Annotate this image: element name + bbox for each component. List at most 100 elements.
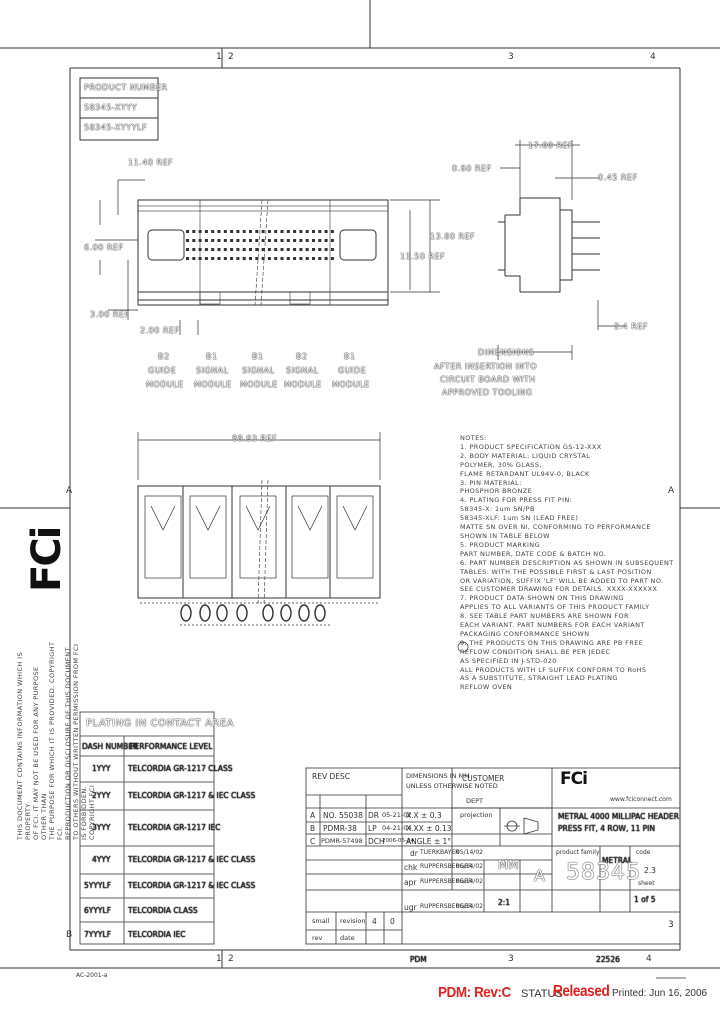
note-line: 7. PRODUCT DATA SHOWN ON THIS DRAWING	[460, 594, 624, 603]
side-note-line-3: CIRCUIT BOARD WITH	[440, 375, 536, 384]
pdm-revision: PDM: Rev:C	[438, 984, 511, 1001]
note-line: PACKAGING CONFORMANCE SHOWN	[460, 629, 590, 638]
plating-row-level: TELCORDIA GR-1217 CLASS	[128, 764, 233, 773]
approval-name: RUPPERSBERGER	[420, 863, 473, 870]
pin	[293, 257, 297, 260]
pin	[230, 239, 234, 242]
connector-plan-view	[137, 432, 381, 626]
zone-label-right-3: 3	[668, 920, 675, 930]
module-code-3: B1	[252, 352, 264, 361]
note-line: 58345-XLF: 1um SN (LEAD FREE)	[460, 514, 579, 523]
pin	[186, 248, 189, 251]
company-url: www.fciconnect.com	[610, 796, 672, 803]
note-line: REFLOW CONDITION SHALL BE PER JEDEC	[460, 647, 611, 656]
pin	[192, 239, 196, 242]
note-line: PHOSPHOR BRONZE	[460, 487, 533, 496]
module-slot	[239, 495, 277, 579]
doc-id: 22526	[596, 955, 620, 964]
rev-change: PDMR-38	[323, 824, 357, 833]
pin-marker	[262, 604, 274, 622]
plating-row-level: TELCORDIA IEC	[128, 930, 186, 939]
note-line: REFLOW OVEN	[460, 683, 513, 692]
pin	[211, 248, 215, 251]
module-line1-5: GUIDE	[338, 366, 367, 375]
tolerance-1: X.X ± 0.3	[406, 811, 442, 820]
pin	[217, 230, 221, 233]
pin	[324, 239, 328, 242]
dim-0-60: 0.60 REF	[452, 164, 492, 173]
pin	[305, 230, 309, 233]
pin	[211, 230, 215, 233]
approval-date: 05/14/02	[456, 863, 483, 870]
legal-line: IS FORBIDDEN.	[80, 785, 88, 840]
pin	[267, 239, 271, 242]
note-line: 5. PRODUCT MARKING	[460, 540, 541, 549]
dim-3-00: 3.00 REF	[90, 310, 130, 319]
approval-name: RUPPERSBERGER	[420, 878, 473, 885]
pin	[223, 230, 227, 233]
units-subtitle: UNLESS OTHERWISE NOTED	[406, 782, 498, 790]
pin	[211, 239, 215, 242]
approval-role: apr	[404, 878, 417, 887]
pin	[249, 257, 252, 260]
module-code-4: B2	[296, 352, 308, 361]
note-line: EACH VARIANT. PART NUMBERS FOR EACH VARI…	[460, 621, 645, 630]
rev-change: NO. 55038	[323, 811, 363, 820]
pin	[204, 248, 208, 251]
module-code-1: B2	[158, 352, 170, 361]
pin	[242, 248, 246, 251]
printed-date: Printed: Jun 16, 2006	[612, 988, 708, 999]
pin-marker	[298, 604, 310, 622]
plating-table-lines	[79, 711, 215, 945]
pin	[312, 239, 315, 242]
small-cell: rev	[312, 934, 323, 942]
note-line: FLAME RETARDANT UL94V-0, BLACK	[460, 469, 590, 478]
plating-row-dash: 3YYY	[92, 823, 111, 832]
approval-name: TUERKBAYER	[420, 849, 460, 856]
module-key	[150, 505, 176, 531]
pin	[242, 239, 246, 242]
pin	[217, 239, 221, 242]
pdm-ref: PDM	[410, 955, 427, 964]
zone-label-left-b: B	[66, 930, 73, 940]
pin	[236, 257, 240, 260]
title-block-lines	[305, 767, 681, 945]
small-cell: 0	[390, 917, 395, 926]
pin	[286, 248, 290, 251]
approval-name: RUPPERSBERGER	[420, 903, 473, 910]
pin	[312, 257, 315, 260]
pin	[198, 239, 202, 242]
pin	[217, 248, 221, 251]
status-value: Released	[553, 983, 610, 1000]
pin	[230, 248, 234, 251]
pin	[198, 257, 202, 260]
pin-marker	[280, 604, 292, 622]
legal-line: TO OTHERS WITHOUT WRITTEN PERMISSION FRO…	[72, 643, 80, 840]
pin	[318, 248, 322, 251]
plating-row-level: TELCORDIA GR-1217 & IEC CLASS	[128, 855, 256, 864]
pin	[236, 248, 240, 251]
zone-label-right-a: A	[668, 486, 675, 496]
pin	[186, 230, 189, 233]
pin	[186, 239, 189, 242]
pin	[324, 257, 328, 260]
small-cell: date	[340, 934, 355, 942]
dim-6-00: 6.00 REF	[84, 243, 124, 252]
note-line: 9. THE PRODUCTS ON THIS DRAWING ARE PB F…	[460, 638, 644, 647]
pin	[249, 239, 252, 242]
pin	[293, 239, 297, 242]
product-family-value: METRAL	[602, 856, 633, 865]
note-line: ALL PRODUCTS WITH LF SUFFIX CONFORM TO R…	[460, 665, 647, 674]
note-line: NOTES:	[460, 434, 487, 442]
plating-row-level: TELCORDIA CLASS	[128, 906, 198, 915]
module-slot	[189, 495, 227, 579]
revision-label: REV DESC	[312, 772, 350, 781]
pin	[236, 239, 240, 242]
pin	[312, 248, 315, 251]
note-revision-marker	[457, 641, 469, 653]
pin-marker	[236, 604, 248, 622]
pin	[261, 239, 265, 242]
rev-change: PDMR-57498	[321, 837, 363, 845]
pin	[267, 257, 271, 260]
scale-value: 2:1	[498, 898, 511, 907]
